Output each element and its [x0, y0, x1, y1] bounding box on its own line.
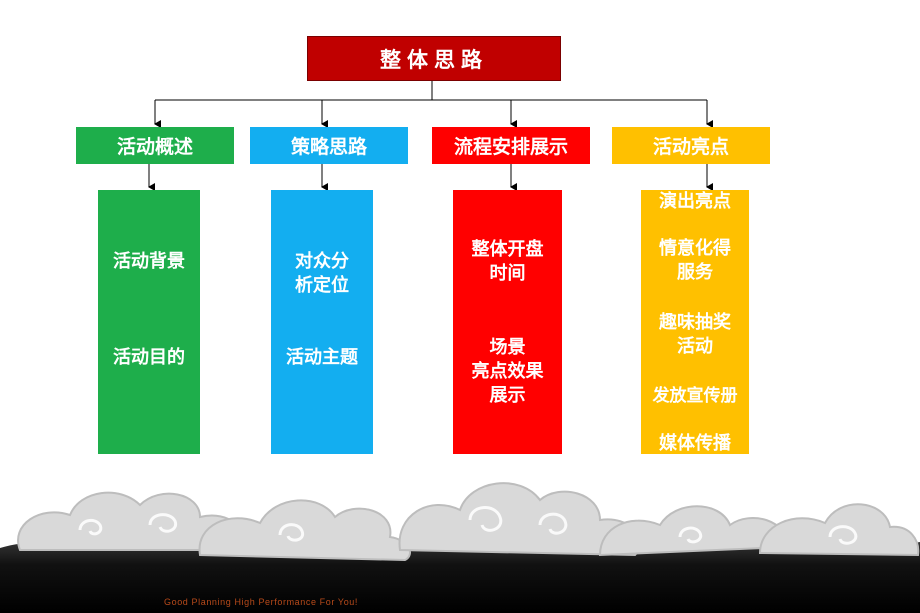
branch-column-highlights: 演出亮点 情意化得 服务 趣味抽奖 活动 发放宣传册 媒体传播 [641, 190, 749, 454]
branch-label: 流程安排展示 [453, 136, 568, 158]
branch-column-strategy: 对众分 析定位 活动主题 [271, 190, 373, 454]
column-item: 发放宣传册 [652, 386, 738, 406]
root-title: 整体思路 [380, 47, 488, 72]
column-item: 趣味抽奖 活动 [659, 312, 731, 357]
branch-label: 活动概述 [116, 136, 193, 158]
branch-label: 策略思路 [290, 136, 367, 158]
column-item: 情意化得 服务 [659, 238, 731, 283]
branch-head-highlights: 活动亮点 [612, 127, 770, 164]
column-item: 媒体传播 [659, 433, 731, 454]
branch-label: 活动亮点 [652, 136, 729, 158]
cloud-ink-footer [0, 538, 920, 613]
column-item: 活动主题 [286, 347, 358, 368]
column-item: 活动目的 [113, 347, 185, 368]
footer-slogan: Good Planning High Performance For You! [164, 597, 359, 607]
root-node: 整体思路 [307, 36, 561, 81]
column-item: 场景 亮点效果 展示 [471, 337, 544, 406]
branch-head-process: 流程安排展示 [432, 127, 590, 164]
column-item: 活动背景 [113, 251, 185, 272]
branch-column-overview: 活动背景 活动目的 [98, 190, 200, 454]
column-item: 整体开盘 时间 [471, 239, 544, 284]
branch-head-strategy: 策略思路 [250, 127, 408, 164]
column-item: 演出亮点 [659, 191, 731, 212]
cloud-pattern [17, 482, 920, 562]
branch-head-overview: 活动概述 [76, 127, 234, 164]
column-item: 对众分 析定位 [295, 251, 349, 296]
branch-column-process: 整体开盘 时间 场景 亮点效果 展示 [453, 190, 562, 454]
